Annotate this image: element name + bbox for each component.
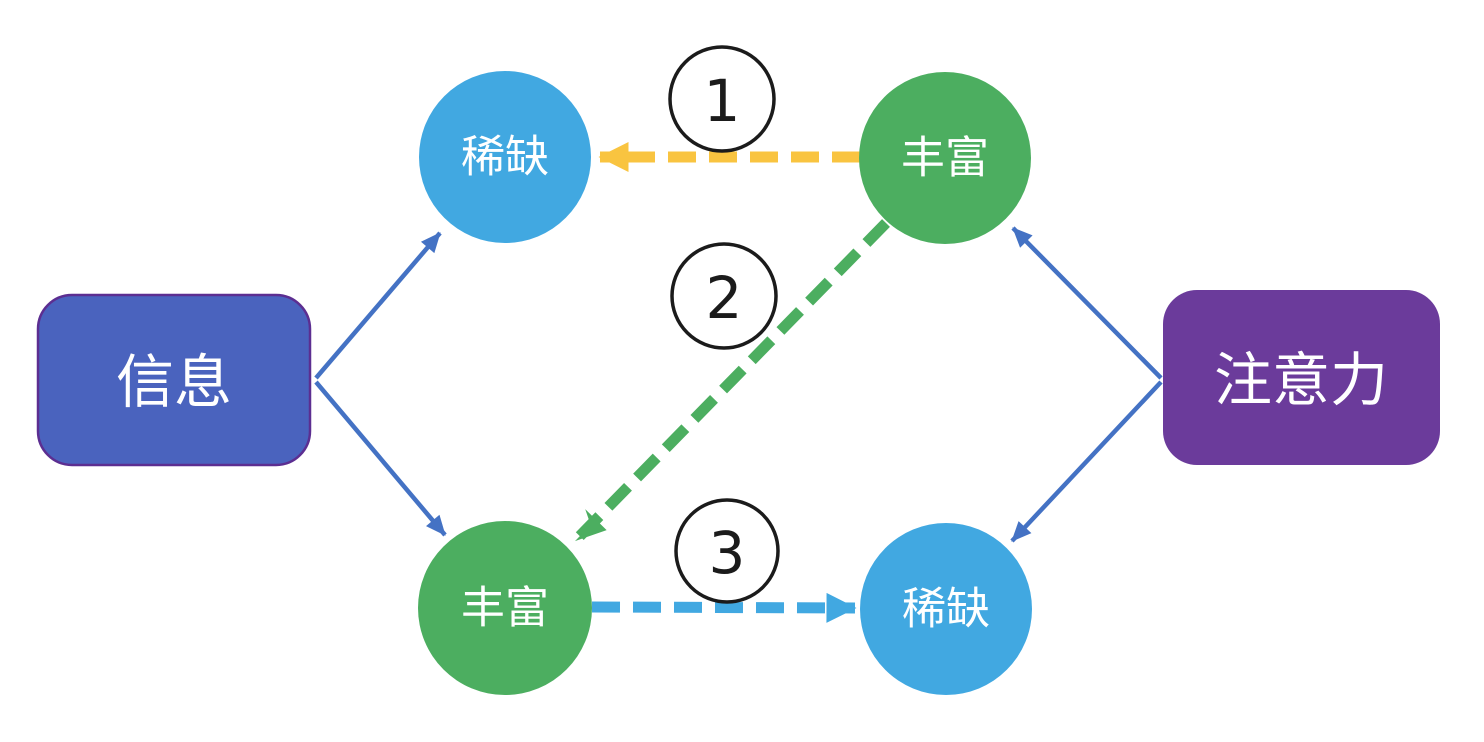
badge-3-number: 3 (709, 519, 746, 587)
badge-3-circle (674, 498, 780, 604)
arrow-attention-to-scarce-bottom (1010, 380, 1163, 543)
attention-box: 注意力 (1163, 290, 1440, 465)
arrow-info-to-scarce-top (314, 231, 442, 380)
solid-connector-arrows (314, 226, 1163, 543)
dashed-relation-arrows (572, 142, 890, 623)
arrow-attention-to-rich-top (1011, 226, 1163, 380)
attention-box-shape (1163, 290, 1440, 465)
badge-1-circle (668, 45, 776, 153)
badge-2: 2 (670, 242, 778, 350)
badge-3: 3 (674, 498, 780, 604)
node-rich-top-right: 丰富 (859, 72, 1031, 244)
node-scarce-bottom-right: 稀缺 (860, 523, 1032, 695)
node-scarce-bottom-right-label: 稀缺 (902, 584, 990, 635)
info-box: 信息 (36, 293, 312, 467)
node-rich-top-right-label: 丰富 (901, 133, 989, 184)
node-rich-bottom-left: 丰富 (418, 521, 592, 695)
badge-2-number: 2 (706, 264, 743, 332)
badge-2-circle (670, 242, 778, 350)
node-scarce-top-left-shape (419, 71, 591, 243)
info-box-shape (36, 293, 312, 467)
info-box-label: 信息 (116, 348, 232, 416)
node-scarce-top-left: 稀缺 (419, 71, 591, 243)
dashed-arrow-2-rich-to-rich (572, 219, 890, 544)
badge-1: 1 (668, 45, 776, 153)
dashed-arrow-3-rich-to-scarce (591, 592, 857, 623)
node-scarce-top-left-label: 稀缺 (461, 132, 549, 183)
attention-box-label: 注意力 (1214, 346, 1388, 414)
node-rich-bottom-left-shape (418, 521, 592, 695)
node-scarce-bottom-right-shape (860, 523, 1032, 695)
arrow-info-to-rich-bottom (314, 380, 447, 537)
node-rich-top-right-shape (859, 72, 1031, 244)
badge-1-number: 1 (704, 67, 741, 135)
node-rich-bottom-left-label: 丰富 (461, 583, 549, 634)
